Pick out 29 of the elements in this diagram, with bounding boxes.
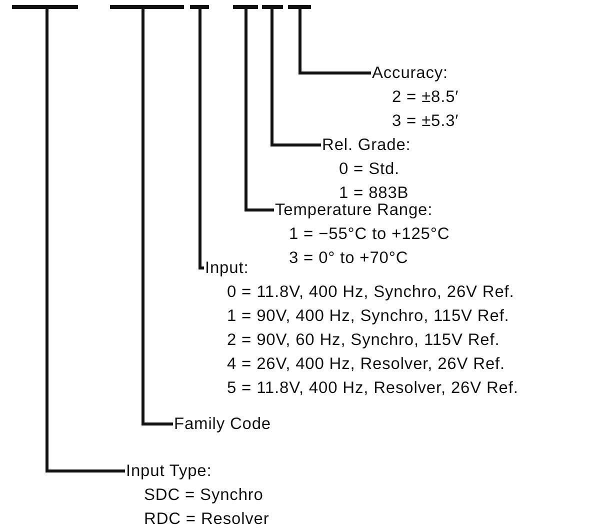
- field-heading: Input Type:: [126, 461, 212, 482]
- code-option: RDC = Resolver: [144, 507, 270, 529]
- code-position-bar: [12, 5, 78, 9]
- leader-line: [244, 9, 274, 212]
- code-option: 2 = ±8.5′: [392, 85, 459, 109]
- code-position-bar: [110, 5, 184, 9]
- leader-line: [298, 9, 371, 74]
- code-option: 0 = 11.8V, 400 Hz, Synchro, 26V Ref.: [227, 280, 514, 304]
- leader-line: [270, 9, 321, 146]
- code-option: 2 = 90V, 60 Hz, Synchro, 115V Ref.: [227, 328, 500, 352]
- field-heading: Accuracy:: [372, 63, 448, 84]
- field-heading: Family Code: [174, 414, 272, 435]
- leader-line: [46, 9, 125, 472]
- leader-line: [198, 9, 204, 270]
- code-option: 1 = −55°C to +125°C: [289, 222, 450, 246]
- code-position-bar: [233, 5, 258, 9]
- code-position-bar: [190, 5, 209, 9]
- code-option: 3 = ±5.3′: [392, 109, 459, 133]
- code-option: 0 = Std.: [339, 157, 400, 181]
- field-heading: Rel. Grade:: [322, 135, 411, 156]
- code-option: 4 = 26V, 400 Hz, Resolver, 26V Ref.: [227, 352, 506, 376]
- code-option: SDC = Synchro: [144, 483, 264, 507]
- leader-line: [142, 9, 173, 426]
- code-position-bar: [262, 5, 283, 9]
- code-position-bar: [288, 5, 311, 9]
- code-option: 3 = 0° to +70°C: [289, 246, 408, 270]
- code-option: 5 = 11.8V, 400 Hz, Resolver, 26V Ref.: [227, 376, 518, 400]
- field-heading: Input:: [205, 258, 249, 279]
- code-option: 1 = 90V, 400 Hz, Synchro, 115V Ref.: [227, 304, 510, 328]
